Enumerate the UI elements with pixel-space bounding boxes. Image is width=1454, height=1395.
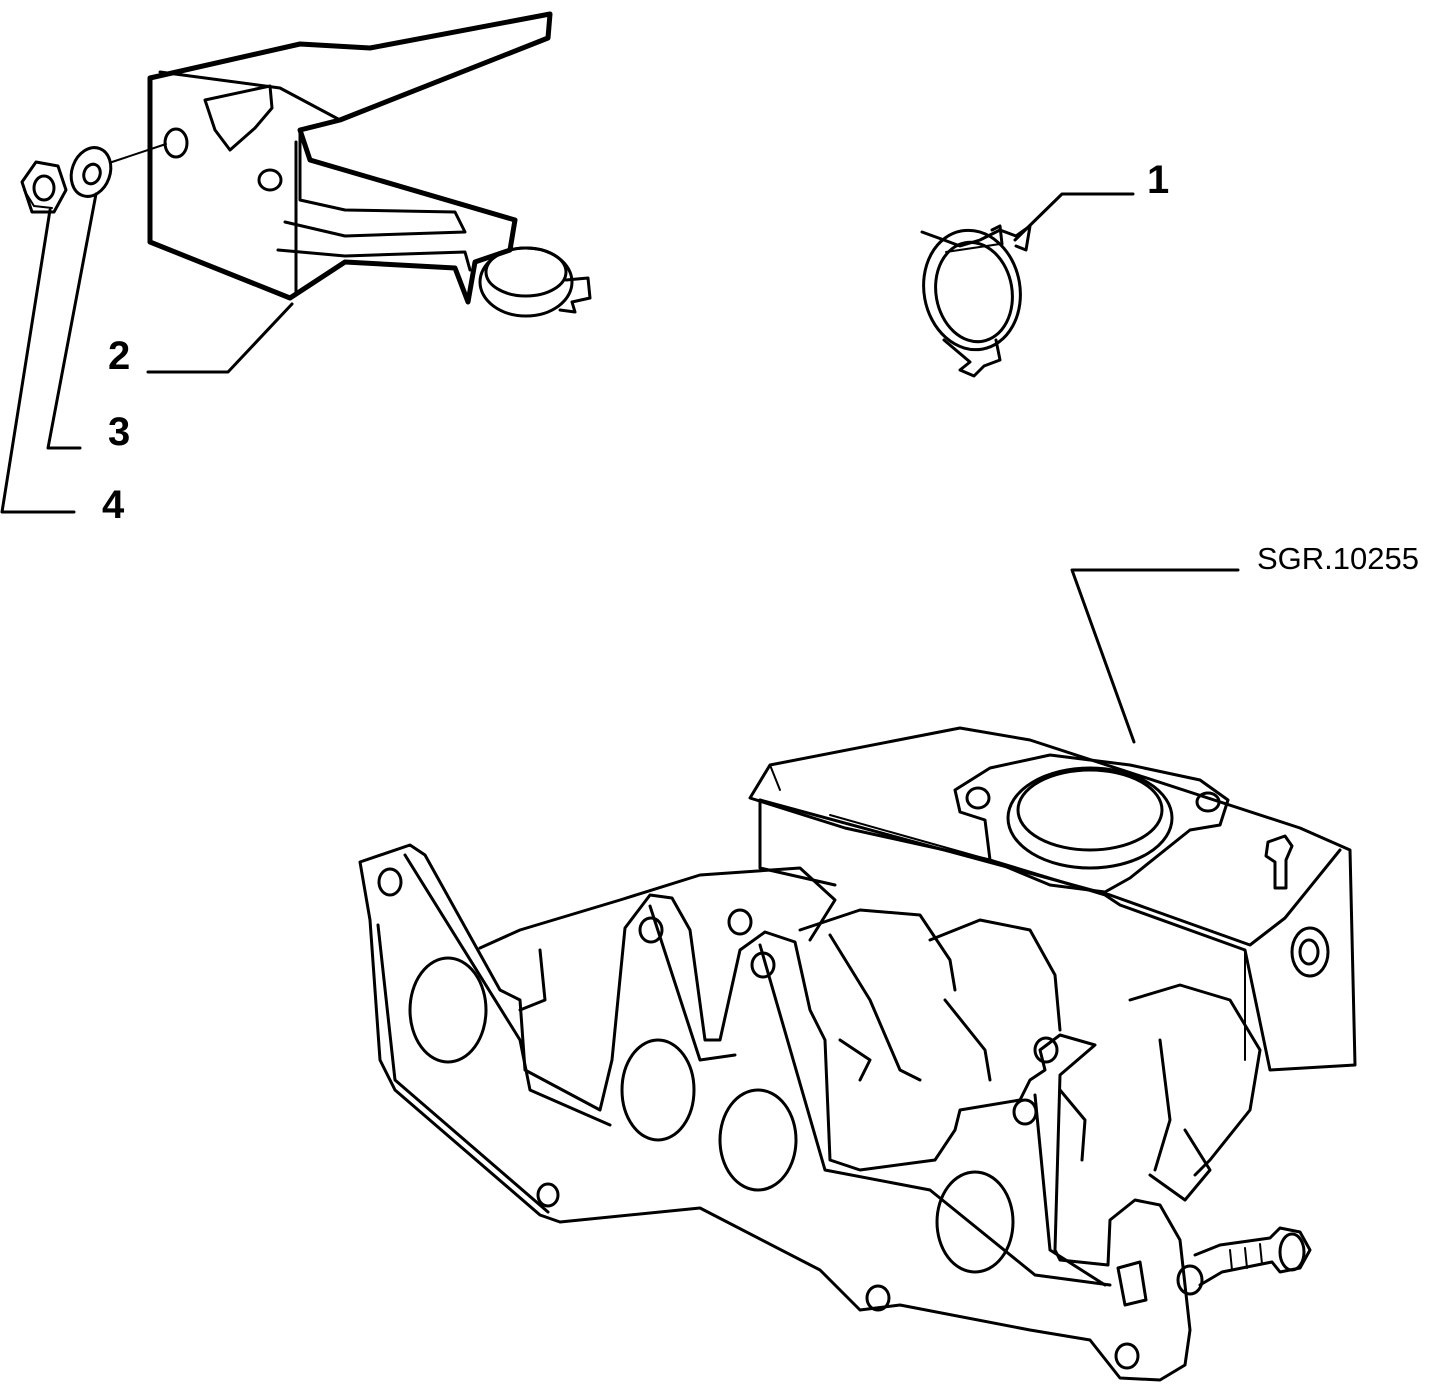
nut-part-4 (20, 160, 68, 214)
bracket-part-2 (147, 11, 592, 318)
intake-manifold (358, 726, 1357, 1382)
callout-1: 1 (1147, 158, 1170, 202)
reference-code: SGR.10255 (1257, 541, 1419, 576)
callout-4: 4 (102, 483, 125, 527)
callout-3: 3 (108, 410, 131, 454)
leader-lines (0, 192, 1240, 744)
callout-2: 2 (108, 334, 131, 378)
hose-clamp-part-1 (920, 224, 1032, 378)
washer-part-3 (69, 143, 167, 198)
